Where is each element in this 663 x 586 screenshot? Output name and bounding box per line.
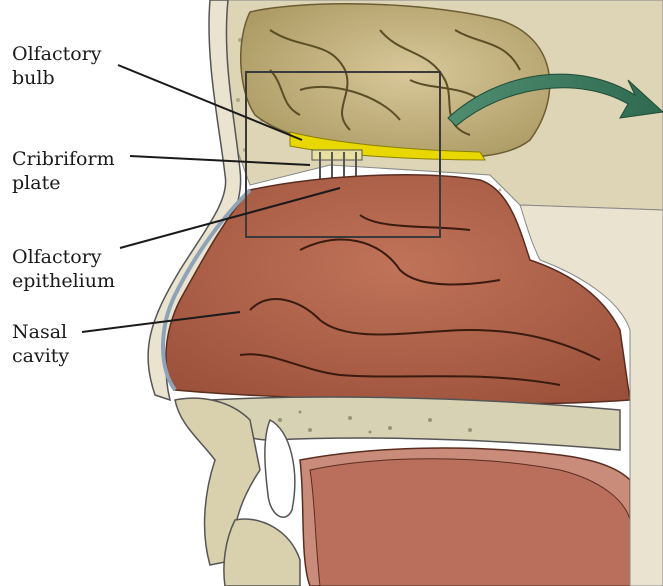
lower-lip xyxy=(224,519,300,586)
label-nasal-cavity: Nasal cavity xyxy=(12,320,69,368)
label-olfactory-epithelium: Olfactory epithelium xyxy=(12,245,115,293)
label-cribriform-plate-line2: plate xyxy=(12,171,115,195)
label-olfactory-bulb-line2: bulb xyxy=(12,66,102,90)
label-nasal-cavity-line2: cavity xyxy=(12,344,69,368)
label-olfactory-bulb: Olfactory bulb xyxy=(12,42,102,90)
label-olfactory-epithelium-line1: Olfactory xyxy=(12,245,115,269)
tongue xyxy=(310,459,630,586)
label-cribriform-plate-line1: Cribriform xyxy=(12,147,115,171)
label-olfactory-bulb-line1: Olfactory xyxy=(12,42,102,66)
label-nasal-cavity-line1: Nasal xyxy=(12,320,69,344)
label-cribriform-plate: Cribriform plate xyxy=(12,147,115,195)
label-olfactory-epithelium-line2: epithelium xyxy=(12,269,115,293)
